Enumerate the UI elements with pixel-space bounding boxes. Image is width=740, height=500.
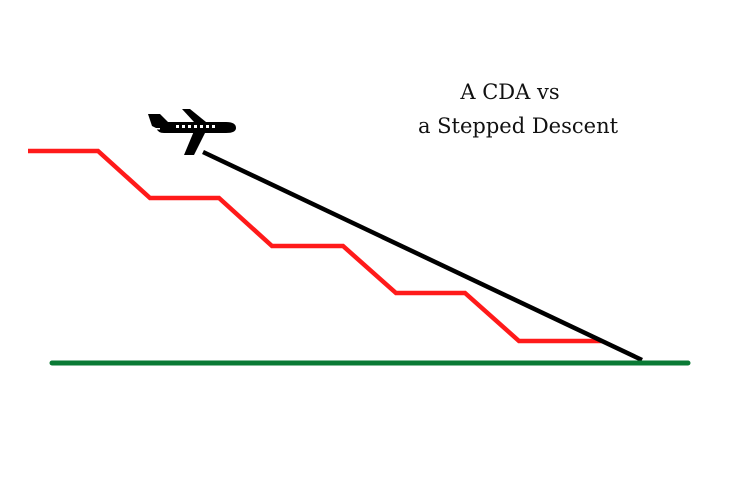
- airplane-icon: [148, 109, 236, 155]
- stepped-descent-line: [28, 148, 602, 344]
- title-line-2: a Stepped Descent: [417, 114, 619, 138]
- title-line-1: A CDA vs: [460, 80, 560, 104]
- cda-line: [202, 149, 643, 363]
